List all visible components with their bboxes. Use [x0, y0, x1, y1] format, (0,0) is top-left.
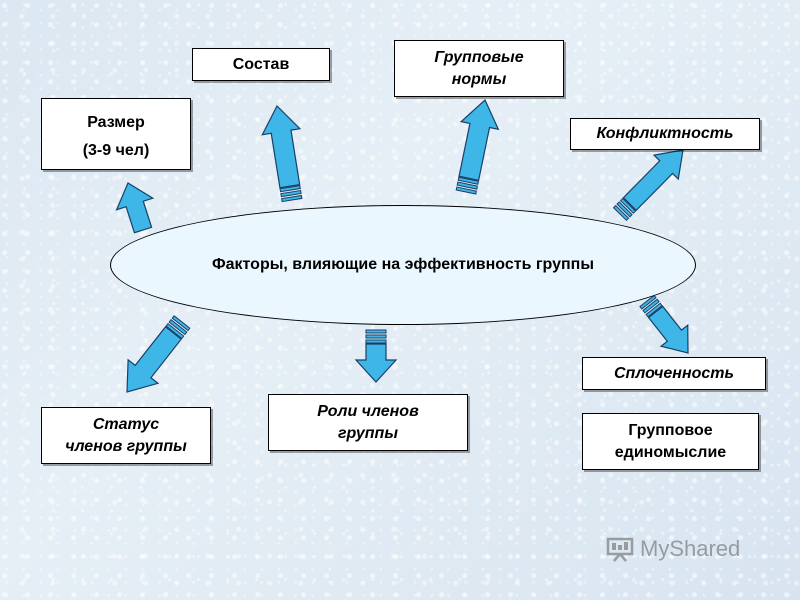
factor-box-composition: Состав: [192, 48, 330, 81]
factor-roles-label: Роли членов группы: [317, 402, 419, 442]
factor-box-status: Статус членов группы: [41, 407, 211, 464]
arrow-to-status: [126, 325, 183, 393]
central-label-part1: Факторы: [211, 256, 284, 273]
factor-size-label: Размер: [87, 114, 145, 131]
factor-composition-label: Состав: [232, 55, 290, 73]
arrow-to-roles-tail-stripe-3: [365, 339, 387, 344]
factor-norms-label: Групповые нормы: [434, 48, 524, 88]
factor-size-range: (3-9 чел): [82, 142, 150, 159]
arrow-to-conflict-tail-stripe-1: [612, 204, 630, 222]
arrow-to-cohesion-tail-stripe-3: [645, 302, 663, 318]
factor-cohesion-label: Сплоченность: [614, 364, 734, 382]
arrow-to-conflict: [622, 149, 684, 212]
arrow-to-composition-tail-stripe-3: [279, 185, 301, 193]
factor-conflict-label: Конфликтность: [596, 125, 734, 142]
arrow-to-conflict-tail-stripe-3: [619, 197, 637, 214]
arrow-to-status-tail-stripe-2: [168, 319, 188, 336]
arrow-to-status-tail-stripe-3: [165, 322, 185, 340]
watermark: MyShared: [606, 536, 740, 562]
arrow-to-conflict-tail-stripe-2: [616, 201, 633, 218]
arrow-to-norms-tail-stripe-3: [457, 176, 480, 185]
factor-box-cohesion: Сплоченность: [582, 357, 766, 390]
arrow-to-cohesion: [647, 305, 689, 354]
central-ellipse: Факторы, влияющие на эффективность групп…: [110, 205, 696, 325]
arrow-to-norms: [458, 99, 500, 182]
arrow-to-norms-tail-stripe-2: [456, 181, 479, 190]
presentation-board-icon: [606, 537, 634, 562]
arrow-to-roles-tail-stripe-1: [365, 329, 387, 334]
arrow-to-cohesion-tail-stripe-2: [642, 298, 660, 314]
arrow-to-norms-tail-stripe-1: [455, 186, 477, 195]
factor-box-size: Размер (3-9 чел): [41, 98, 191, 170]
arrow-to-status-tail-stripe-1: [171, 315, 191, 332]
factor-box-conflict: Конфликтность: [570, 118, 760, 150]
factor-status-label: Статус членов группы: [65, 415, 187, 455]
factor-groupthink-label: Групповое единомыслие: [614, 421, 727, 461]
factor-box-roles: Роли членов группы: [268, 394, 468, 451]
factor-box-groupthink: Групповое единомыслие: [582, 413, 759, 470]
arrow-to-roles-tail-stripe-2: [365, 334, 387, 339]
arrow-to-cohesion-tail-stripe-1: [639, 294, 657, 310]
arrow-to-composition: [261, 104, 302, 189]
factor-box-norms: Групповые нормы: [394, 40, 564, 97]
arrow-to-composition-tail-stripe-2: [280, 189, 302, 198]
central-label-part2: , влияющие на эффективность группы: [283, 256, 594, 273]
arrow-to-roles: [354, 343, 398, 383]
arrow-to-size: [115, 182, 155, 234]
watermark-text: MyShared: [640, 536, 741, 561]
arrow-to-composition-tail-stripe-1: [281, 194, 303, 203]
